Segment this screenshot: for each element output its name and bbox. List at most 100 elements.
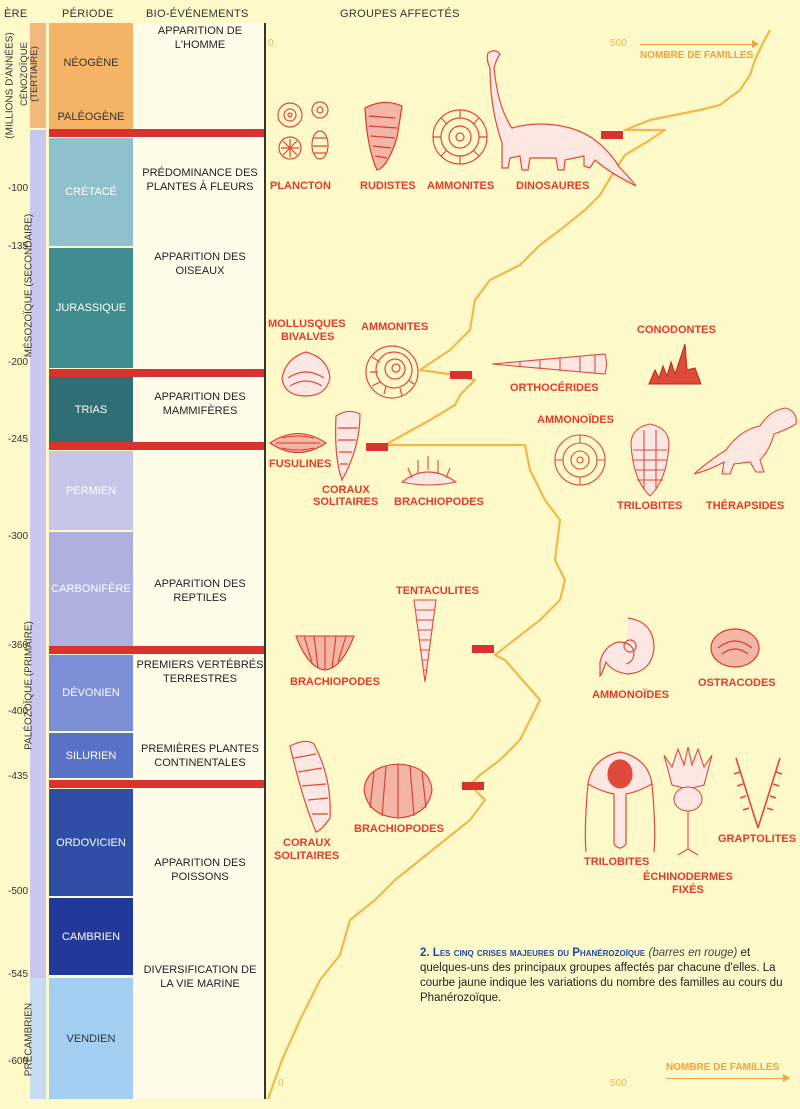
orthoceride-icon	[491, 353, 608, 375]
rudistes-icon	[364, 101, 403, 171]
crisis-marker-permien	[366, 443, 388, 451]
tick-360: -360	[7, 640, 28, 651]
ammonite-mid-icon	[365, 345, 419, 399]
crisis-marker-ordovicien	[462, 782, 484, 790]
tick-135: -135	[7, 241, 28, 252]
label-orthocerides: ORTHOCÉRIDES	[510, 382, 599, 394]
era-cenozoique	[30, 23, 46, 128]
bivalve-icon	[281, 351, 331, 397]
label-mollusques: MOLLUSQUES	[268, 318, 346, 330]
label-ostracodes: OSTRACODES	[698, 677, 776, 689]
bio-reptiles: APPARITION DES REPTILES	[154, 578, 246, 604]
brachiopode-ordovicien-icon	[363, 763, 433, 819]
bio-plantes-continentales: PREMIÈRES PLANTES CONTINENTALES	[141, 743, 259, 769]
scale-bottom-arrow-head	[783, 1074, 790, 1082]
conodonte-icon	[648, 343, 702, 385]
scale-bottom-zero: 0	[278, 1078, 284, 1089]
label-fusulines: FUSULINES	[269, 458, 332, 470]
crisis-bar-permien-trias	[49, 442, 264, 450]
bio-vertebres: PREMIERS VERTÉBRÉS TERRESTRES	[136, 659, 264, 685]
crisis-marker-kt	[601, 131, 623, 139]
crisis-bar-trias-jurassique	[49, 369, 264, 377]
right-border-line	[264, 23, 266, 1099]
header-era: ÈRE	[4, 8, 28, 20]
tick-200: -200	[7, 357, 28, 368]
crisis-bar-devonien	[49, 646, 264, 654]
label-graptolites: GRAPTOLITES	[718, 833, 797, 845]
period-paleogene: PALÉOGÈNE	[49, 103, 133, 130]
caption-number: 2.	[420, 947, 430, 959]
era-mesozoique	[30, 130, 46, 443]
crisis-bar-kt	[49, 129, 264, 137]
label-therapsides: THÉRAPSIDES	[706, 500, 785, 512]
fusuline-icon	[269, 432, 327, 454]
graptolite-icon	[733, 757, 783, 829]
label-coraux-2: CORAUX	[283, 837, 331, 849]
header-bio: BIO-ÉVÉNEMENTS	[146, 8, 249, 20]
label-rudistes: RUDISTES	[360, 180, 416, 192]
scale-top-arrow	[640, 44, 756, 45]
label-brachiopodes-dev: BRACHIOPODES	[290, 676, 380, 688]
period-permien: PERMIEN	[49, 451, 133, 530]
label-bivalves: BIVALVES	[281, 331, 335, 343]
period-trias: TRIAS	[49, 377, 133, 442]
tick-100: -100	[7, 183, 28, 194]
label-brachiopodes-ord: BRACHIOPODES	[354, 823, 444, 835]
ammonite-top-icon	[432, 109, 488, 165]
tick-600: -600	[7, 1056, 28, 1067]
period-cretace: CRÉTACÉ	[49, 138, 133, 246]
plancton-icon	[277, 101, 329, 160]
bio-oiseaux: APPARITION DES OISEAUX	[154, 251, 246, 277]
tick-545: -545	[7, 969, 28, 980]
label-ammonites-top: AMMONITES	[427, 180, 495, 192]
scale-top-500: 500	[610, 38, 627, 49]
label-dinosaures: DINOSAURES	[516, 180, 590, 192]
label-ammonites-mid: AMMONITES	[361, 321, 429, 333]
label-plancton: PLANCTON	[270, 180, 331, 192]
label-coraux-1: CORAUX	[322, 484, 370, 496]
crisis-marker-trias	[450, 371, 472, 379]
tick-300: -300	[7, 531, 28, 542]
scale-bottom-arrow	[666, 1078, 786, 1079]
period-carbonifere: CARBONIFÈRE	[49, 532, 133, 646]
label-ammonoides-mid: AMMONOÏDES	[537, 414, 614, 426]
era-paleozoique	[30, 443, 46, 978]
period-vendien: VENDIEN	[49, 978, 133, 1099]
therapside-icon	[693, 407, 797, 475]
period-cambrien: CAMBRIEN	[49, 898, 133, 975]
bio-homme: APPARITION DE L'HOMME	[157, 25, 243, 51]
tick-500: -500	[7, 886, 28, 897]
label-trilobites-ord: TRILOBITES	[584, 856, 650, 868]
crisis-marker-devonien	[472, 645, 494, 653]
dinosaure-icon	[486, 50, 637, 187]
ostracode-icon	[710, 628, 760, 668]
period-jurassique: JURASSIQUE	[49, 248, 133, 368]
header-groupes: GROUPES AFFECTÉS	[340, 8, 460, 20]
caption-paren: (barres en rouge)	[648, 947, 738, 959]
scale-top-label: NOMBRE DE FAMILLES	[640, 50, 754, 61]
tick-435: -435	[7, 771, 28, 782]
trilobite-mid-icon	[630, 423, 670, 497]
tick-400: -400	[7, 706, 28, 717]
label-solitaires-1: SOLITAIRES	[313, 496, 379, 508]
caption-title: Les cinq crises majeures du Phanérozoïqu…	[432, 947, 646, 959]
brachiopode-mid-icon	[400, 456, 458, 486]
tentaculites-icon	[413, 599, 437, 683]
ammonoide-devonien-icon	[599, 617, 655, 678]
label-fixes: FIXÉS	[672, 884, 704, 896]
caption-rest: et quelques-uns des principaux groupes a…	[420, 947, 783, 1004]
brachiopode-devonien-icon	[295, 635, 355, 671]
bio-vie-marine: DIVERSIFICATION DE LA VIE MARINE	[143, 964, 257, 990]
scale-bottom-label: NOMBRE DE FAMILLES	[666, 1062, 780, 1073]
scale-top-arrow-head	[752, 40, 759, 48]
label-trilobites-mid: TRILOBITES	[617, 500, 683, 512]
label-brachiopodes-mid: BRACHIOPODES	[394, 496, 484, 508]
tick-245: -245	[7, 434, 28, 445]
period-ordovicien: ORDOVICIEN	[49, 789, 133, 896]
ammonoide-mid-icon	[554, 434, 606, 486]
bio-mammiferes: APPARITION DES MAMMIFÈRES	[154, 391, 246, 417]
period-silurien: SILURIEN	[49, 733, 133, 778]
label-tentaculites: TENTACULITES	[396, 585, 479, 597]
bio-plantes-fleurs: PRÉDOMINANCE DES PLANTES À FLEURS	[142, 167, 258, 193]
coraux-solitaires-1-icon	[335, 410, 361, 482]
